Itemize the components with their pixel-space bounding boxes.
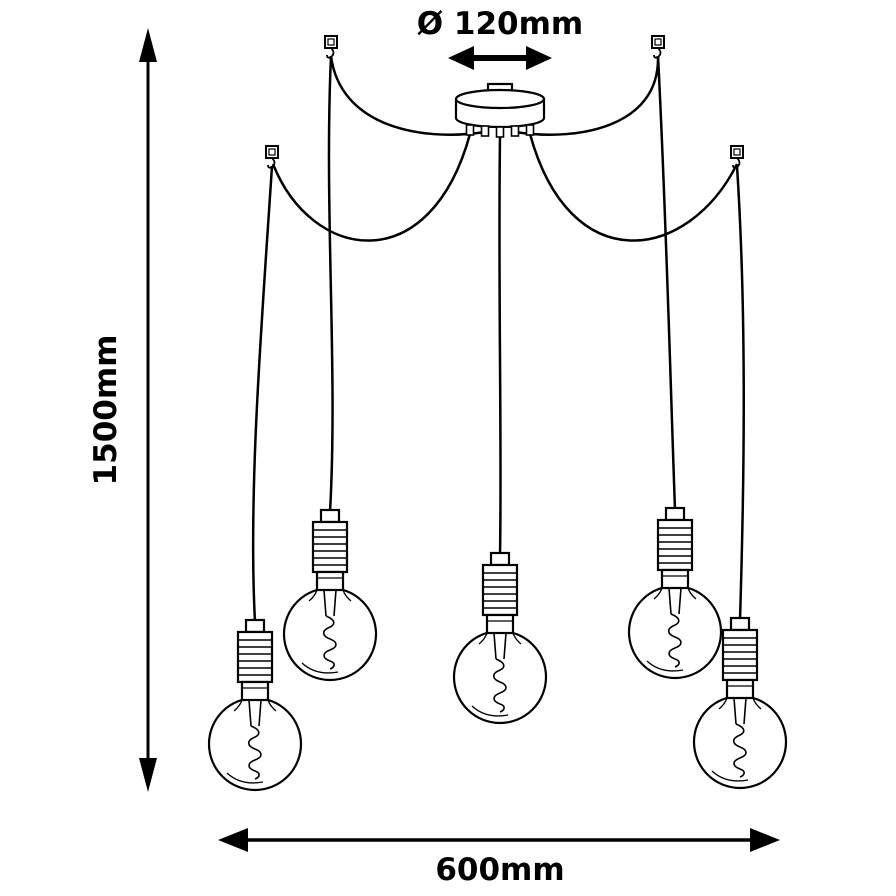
cord-drop-inner-left xyxy=(327,55,334,513)
ceiling-hook-inner-right xyxy=(651,35,665,59)
arrow-right-icon xyxy=(526,46,552,70)
cord-grip xyxy=(525,124,535,136)
cord-to-inner-right-hook xyxy=(514,55,660,136)
arrow-left-icon xyxy=(448,46,474,70)
ceiling-canopy xyxy=(454,82,546,138)
cord-grip xyxy=(480,125,490,137)
light-bulb-inner-right xyxy=(627,506,723,680)
diameter-dimension-label: Ø 120mm xyxy=(417,6,583,42)
cord-to-inner-left-hook xyxy=(329,55,486,136)
cord-to-outer-left-hook xyxy=(271,133,472,242)
arrow-right-icon xyxy=(750,828,780,852)
canopy-top xyxy=(454,88,546,110)
width-dimension: 600mm xyxy=(218,828,780,888)
cord-grip xyxy=(495,126,505,138)
diameter-dimension: Ø 120mm xyxy=(417,6,583,70)
power-cords xyxy=(251,55,745,623)
ceiling-hook-inner-left xyxy=(324,35,338,59)
cord-drop-center xyxy=(498,135,502,557)
cord-drop-outer-left xyxy=(251,165,274,623)
light-bulb-center xyxy=(452,551,548,725)
height-dimension: 1500mm xyxy=(88,28,157,792)
cord-grip xyxy=(465,124,475,136)
canopy-body xyxy=(454,99,546,118)
cord-to-outer-right-hook xyxy=(528,133,739,242)
height-dimension-label: 1500mm xyxy=(88,335,124,486)
arrow-left-icon xyxy=(218,828,248,852)
cord-grip xyxy=(510,125,520,137)
arrow-up-icon xyxy=(139,28,157,62)
light-bulb-inner-left xyxy=(282,508,378,682)
cord-drop-inner-right xyxy=(656,55,677,511)
pendant-lamp xyxy=(207,35,788,792)
width-dimension-label: 600mm xyxy=(435,852,564,888)
cord-drop-outer-right xyxy=(735,165,745,621)
arrow-down-icon xyxy=(139,758,157,792)
